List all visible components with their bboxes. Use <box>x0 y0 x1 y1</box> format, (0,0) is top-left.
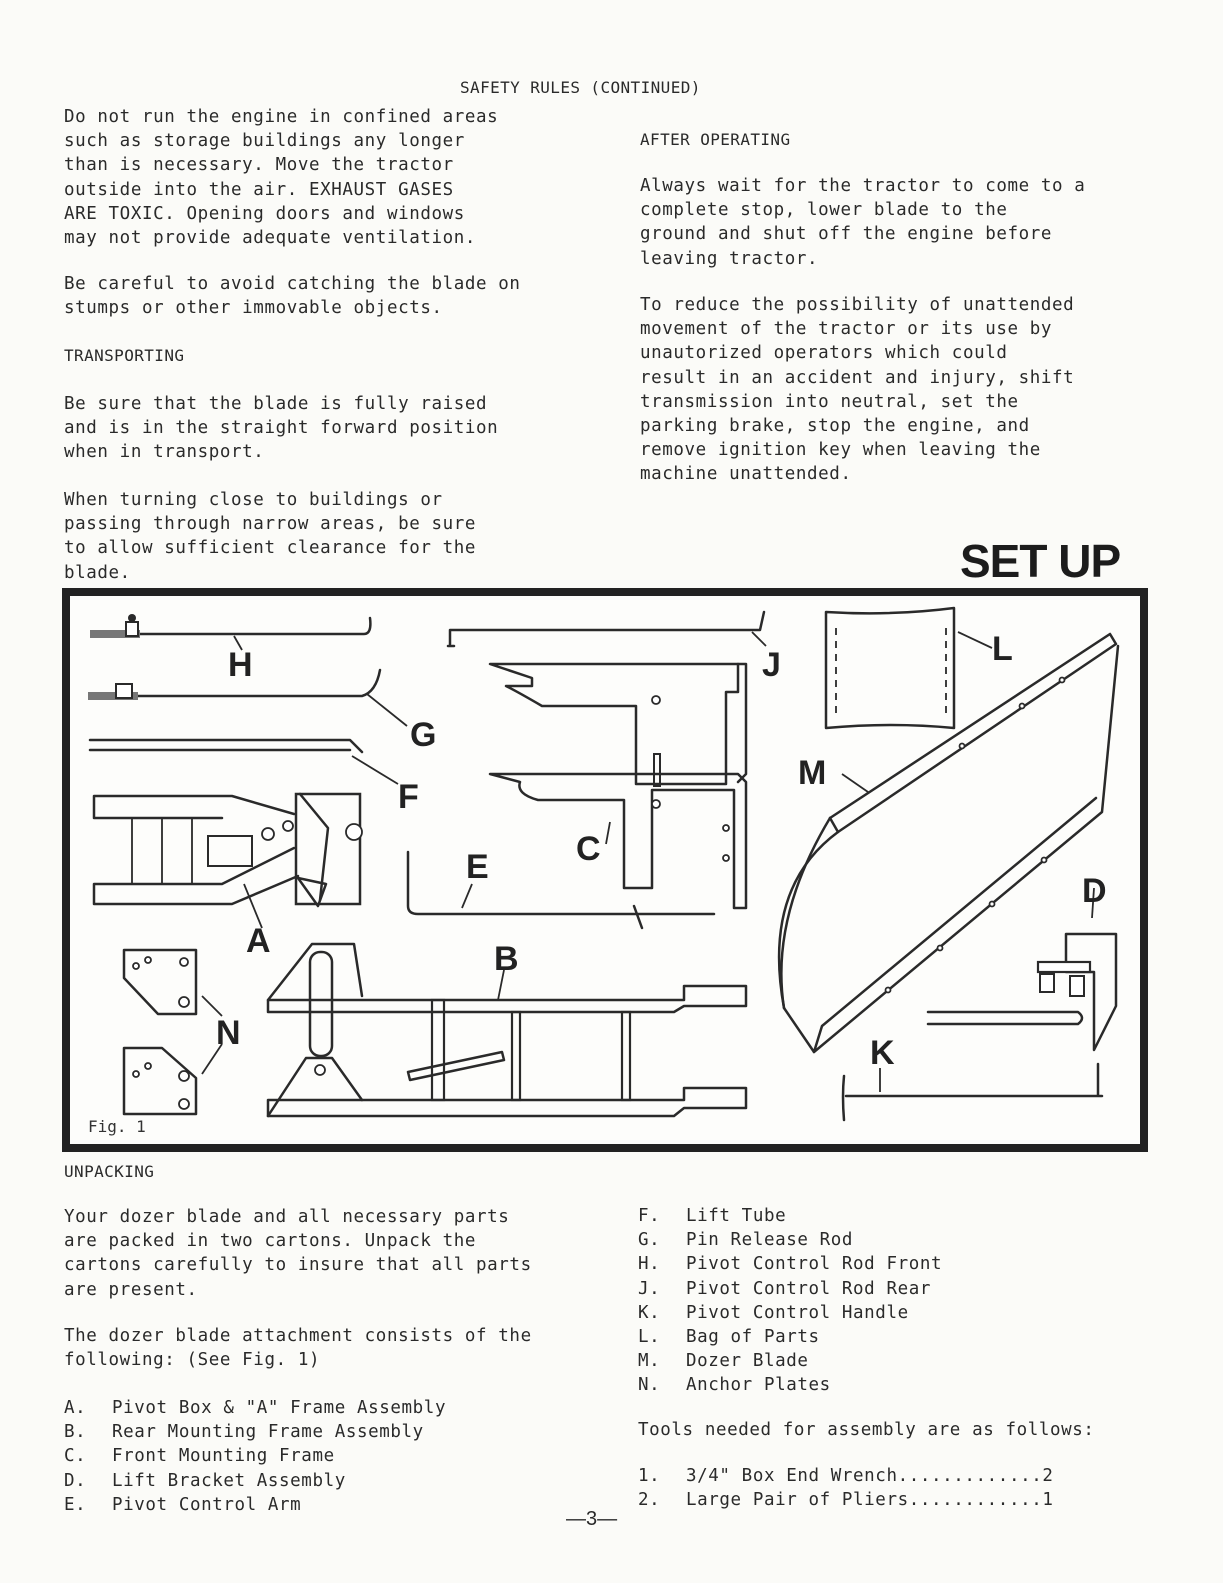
label-m: M <box>798 754 826 792</box>
list-item: J.Pivot Control Rod Rear <box>638 1278 931 1299</box>
list-item: L.Bag of Parts <box>638 1327 820 1348</box>
right-paragraph-unattended: To reduce the possibility of unattended … <box>640 295 1075 485</box>
part-m-blade <box>777 632 1120 1054</box>
figure-1: H G F A N B C E J L M D K Fig. 1 <box>62 588 1148 1152</box>
list-item: A.Pivot Box & "A" Frame Assembly <box>64 1398 447 1418</box>
label-h: H <box>228 646 253 684</box>
part-e-arm <box>406 850 716 930</box>
label-j: J <box>762 646 781 684</box>
list-item: F.Lift Tube <box>638 1206 787 1226</box>
after-operating-heading: AFTER OPERATING <box>640 130 791 149</box>
list-item: G.Pin Release Rod <box>638 1230 854 1251</box>
list-item: K.Pivot Control Handle <box>638 1302 909 1323</box>
part-n-plates <box>122 948 223 1116</box>
label-e: E <box>466 848 489 886</box>
page-number: —3— <box>566 1508 618 1530</box>
list-item: D.Lift Bracket Assembly <box>64 1470 346 1491</box>
list-item: C.Front Mounting Frame <box>64 1446 335 1467</box>
label-g: G <box>410 716 436 754</box>
list-item: B.Rear Mounting Frame Assembly <box>64 1422 424 1443</box>
consists-paragraph: The dozer blade attachment consists of t… <box>64 1326 532 1371</box>
list-item: N.Anchor Plates <box>638 1375 831 1396</box>
tools-list: 1.3/4" Box End Wrench.............2 2.La… <box>638 1464 1178 1512</box>
part-f-tube <box>88 738 399 785</box>
transporting-heading: TRANSPORTING <box>64 346 185 365</box>
part-d-bracket <box>926 887 1118 1052</box>
part-h-rod <box>90 614 372 651</box>
list-item: M.Dozer Blade <box>638 1351 809 1372</box>
part-g-rod <box>88 668 408 727</box>
unpacking-paragraph: Your dozer blade and all necessary parts… <box>64 1207 532 1300</box>
label-f: F <box>398 778 419 816</box>
list-item: 2.Large Pair of Pliers............1 <box>638 1490 1054 1511</box>
part-a-frame <box>92 792 363 929</box>
label-k: K <box>870 1034 895 1072</box>
part-j-rod <box>446 610 767 648</box>
list-item: 1.3/4" Box End Wrench.............2 <box>638 1466 1054 1486</box>
left-paragraph-stumps: Be careful to avoid catching the blade o… <box>64 274 521 319</box>
parts-list-left: A.Pivot Box & "A" Frame Assembly B.Rear … <box>64 1396 584 1517</box>
label-n: N <box>216 1014 241 1052</box>
figure-caption: Fig. 1 <box>88 1117 146 1136</box>
page-header: SAFETY RULES (CONTINUED) <box>460 78 701 97</box>
tools-heading: Tools needed for assembly are as follows… <box>638 1420 1095 1440</box>
label-l: L <box>992 630 1013 668</box>
part-l-bag <box>824 606 993 730</box>
label-a: A <box>246 922 271 960</box>
list-item: H.Pivot Control Rod Front <box>638 1254 943 1275</box>
label-c: C <box>576 830 601 868</box>
right-paragraph-stop: Always wait for the tractor to come to a… <box>640 176 1086 269</box>
unpacking-heading: UNPACKING <box>64 1162 155 1181</box>
part-c-frame <box>488 662 748 910</box>
left-paragraph-exhaust: Do not run the engine in confined areas … <box>64 107 499 249</box>
left-paragraph-clearance: When turning close to buildings or passi… <box>64 490 477 583</box>
label-b: B <box>494 940 519 978</box>
part-b-frame <box>266 942 748 1118</box>
left-paragraph-transport: Be sure that the blade is fully raised a… <box>64 394 499 463</box>
label-d: D <box>1082 872 1107 910</box>
parts-list-right: F.Lift Tube G.Pin Release Rod H.Pivot Co… <box>638 1204 1158 1398</box>
parts-illustration: H G F A N B C E J L M D K Fig. 1 <box>62 588 1148 1152</box>
list-item: E.Pivot Control Arm <box>64 1494 302 1515</box>
part-k-handle <box>841 1062 1104 1122</box>
setup-title: SET UP <box>960 535 1121 587</box>
